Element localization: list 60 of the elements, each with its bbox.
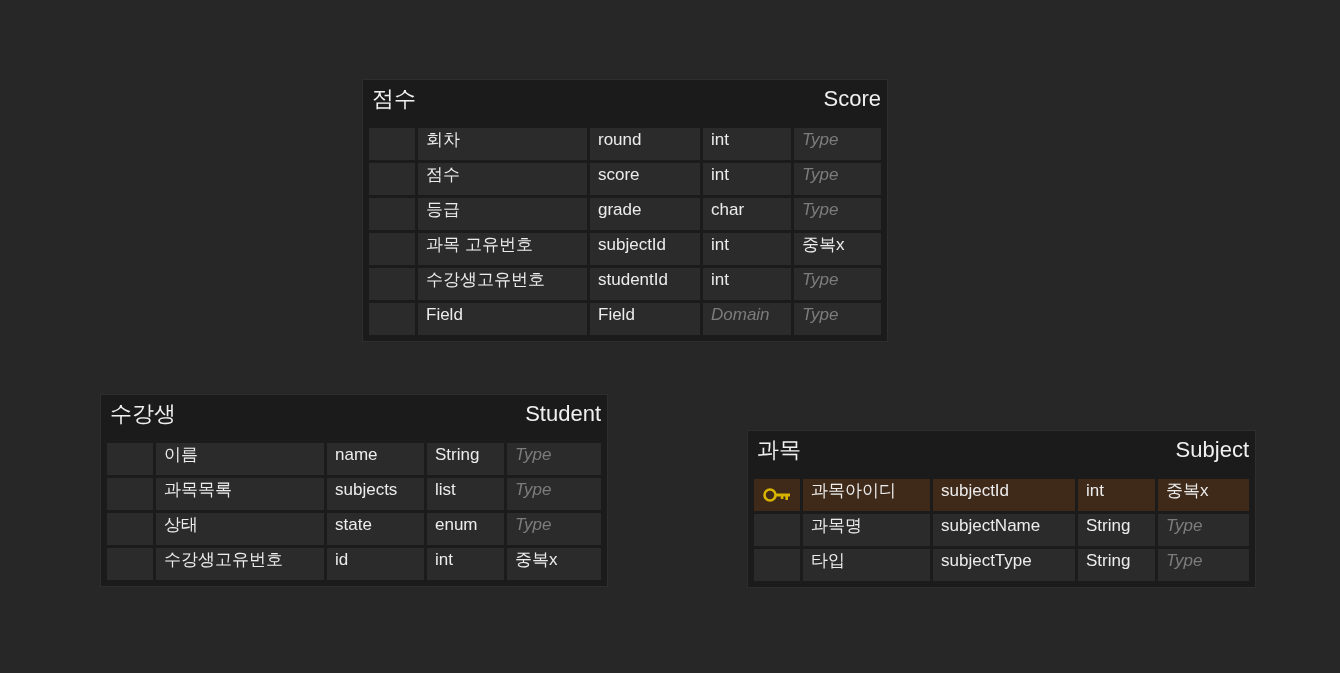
placeholder-cell: Type: [794, 163, 881, 195]
placeholder-cell: Type: [507, 513, 601, 545]
logical-name-cell: 상태: [156, 513, 324, 545]
logical-name-cell: 과목명: [803, 514, 930, 546]
data-type-cell: String: [1078, 549, 1155, 581]
data-type-cell: int: [703, 163, 791, 195]
placeholder-cell: Type: [794, 268, 881, 300]
physical-name-cell: studentId: [590, 268, 700, 300]
note-cell: 중복x: [507, 548, 601, 580]
placeholder-cell: Type: [1158, 549, 1249, 581]
data-type-cell: String: [1078, 514, 1155, 546]
note-cell: 중복x: [794, 233, 881, 265]
placeholder-cell: Type: [794, 128, 881, 160]
physical-name-cell: name: [327, 443, 424, 475]
logical-name-cell: 회차: [418, 128, 587, 160]
physical-name-cell: state: [327, 513, 424, 545]
physical-name-cell: id: [327, 548, 424, 580]
entity-logical-name: 점수: [371, 86, 416, 112]
logical-name-cell: 점수: [418, 163, 587, 195]
logical-name-cell: 과목목록: [156, 478, 324, 510]
entity-table: [747, 430, 1256, 588]
key-cell: [754, 479, 800, 511]
logical-name-cell: 수강생고유번호: [418, 268, 587, 300]
physical-name-cell: round: [590, 128, 700, 160]
placeholder-cell: Type: [507, 478, 601, 510]
entity-logical-name: 수강생: [109, 401, 176, 427]
physical-name-cell: Field: [590, 303, 700, 335]
logical-name-cell: 타입: [803, 549, 930, 581]
entity-physical-name: Score: [823, 86, 881, 112]
physical-name-cell: subjectType: [933, 549, 1075, 581]
logical-name-cell: 과목아이디: [803, 479, 930, 511]
physical-name-cell: subjectId: [590, 233, 700, 265]
data-type-cell: char: [703, 198, 791, 230]
entity-physical-name: Student: [525, 401, 601, 427]
physical-name-cell: subjectName: [933, 514, 1075, 546]
physical-name-cell: score: [590, 163, 700, 195]
data-type-cell: String: [427, 443, 504, 475]
logical-name-cell: 수강생고유번호: [156, 548, 324, 580]
placeholder-cell: Type: [507, 443, 601, 475]
logical-name-cell: 과목 고유번호: [418, 233, 587, 265]
placeholder-cell: Type: [794, 198, 881, 230]
logical-name-cell: Field: [418, 303, 587, 335]
data-type-cell: int: [703, 268, 791, 300]
data-type-cell: int: [1078, 479, 1155, 511]
data-type-cell: list: [427, 478, 504, 510]
logical-name-cell: 이름: [156, 443, 324, 475]
physical-name-cell: subjectId: [933, 479, 1075, 511]
placeholder-cell: Type: [794, 303, 881, 335]
data-type-cell: int: [427, 548, 504, 580]
data-type-cell: enum: [427, 513, 504, 545]
physical-name-cell: subjects: [327, 478, 424, 510]
physical-name-cell: grade: [590, 198, 700, 230]
placeholder-cell: Domain: [703, 303, 791, 335]
logical-name-cell: 등급: [418, 198, 587, 230]
entity-logical-name: 과목: [756, 437, 801, 463]
data-type-cell: int: [703, 128, 791, 160]
data-type-cell: int: [703, 233, 791, 265]
placeholder-cell: Type: [1158, 514, 1249, 546]
note-cell: 중복x: [1158, 479, 1249, 511]
entity-physical-name: Subject: [1175, 437, 1249, 463]
